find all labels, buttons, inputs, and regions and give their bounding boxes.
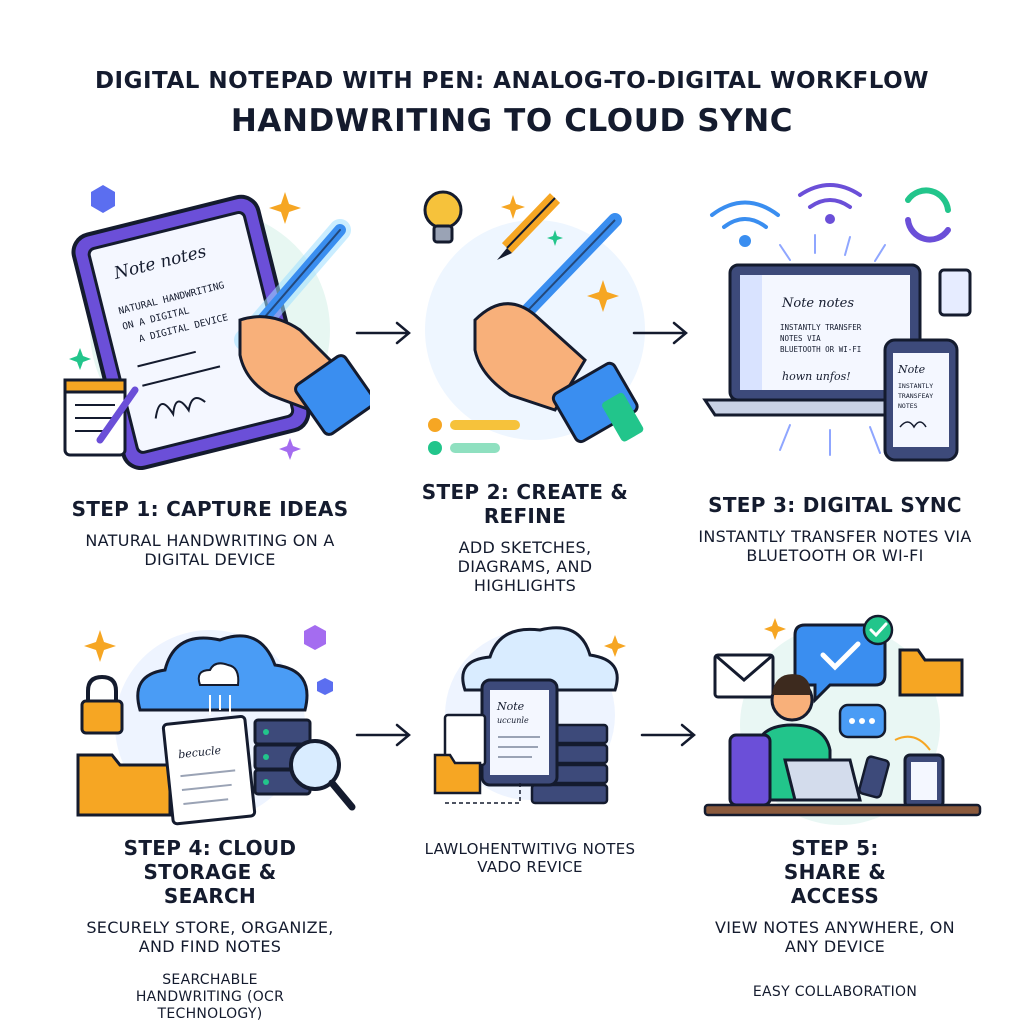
tablet-icon: Note notes NATURAL HANDWRITING ON A DIGI… [71,194,311,470]
svg-text:TRANSFEAY: TRANSFEAY [898,392,933,400]
step3-description: INSTANTLY TRANSFER NOTES VIA BLUETOOTH O… [698,527,972,566]
wifi-icon [710,183,862,247]
step3-caption: STEP 3: DIGITAL SYNC INSTANTLY TRANSFER … [680,493,990,565]
check-icon [862,614,894,646]
envelope-icon [713,653,775,699]
step4-illustration: becucle [76,625,356,826]
document-icon: becucle [161,714,257,826]
arrow-right-icon [632,321,688,345]
cloud-icon [461,626,619,692]
hexagon-icon [91,185,115,213]
magnifier-icon [289,739,356,811]
step-middle-caption: LAWLOHENTWITIVG NOTES VADO REVICE [410,840,650,876]
laptop-icon: Note notes INSTANTLY TRANSFER NOTES VIA … [702,263,948,417]
step4-heading: STEP 4: CLOUD STORAGE & SEARCH [123,836,297,908]
step1-heading: STEP 1: CAPTURE IDEAS [71,497,349,521]
svg-text:BLUETOOTH OR WI-FI: BLUETOOTH OR WI-FI [780,345,861,354]
step5-note: EASY COLLABORATION [752,984,918,1001]
svg-text:becucle: becucle [178,744,223,761]
sparkle-icon [84,630,116,662]
step2-heading: STEP 2: CREATE & REFINE [421,480,629,528]
step2-illustration [423,190,645,455]
step1-illustration: Note notes NATURAL HANDWRITING ON A DIGI… [63,185,370,470]
lock-icon [80,674,124,735]
laptop-note-title: Note notes [781,296,854,311]
step3-illustration: Note notes INSTANTLY TRANSFER NOTES VIA … [702,183,972,462]
page-subtitle: HANDWRITING TO CLOUD SYNC [230,103,794,139]
hand-icon [238,315,370,436]
svg-text:Note: Note [897,363,926,376]
hand-icon [473,302,644,444]
notepad-icon [63,378,139,457]
arrow-right-icon [355,723,411,747]
laptop-icon [783,758,862,802]
step5-caption: STEP 5: SHARE & ACCESS VIEW NOTES ANYWHE… [690,836,980,1001]
page-title: DIGITAL NOTEPAD WITH PEN: ANALOG-TO-DIGI… [94,68,930,94]
pencil-icon [497,193,561,260]
tablet-icon: Note uccunle [480,678,559,787]
step5-illustration [703,614,982,825]
step4-caption: STEP 4: CLOUD STORAGE & SEARCH SECURELY … [50,836,370,1023]
hexagon-icon [304,625,326,650]
sync-icon [905,187,951,243]
smartphone-icon [858,755,890,799]
step2-caption: STEP 2: CREATE & REFINE ADD SKETCHES, DI… [410,480,640,596]
sparkle-icon [764,618,786,640]
sparkle-icon [269,192,301,224]
step5-description: VIEW NOTES ANYWHERE, ON ANY DEVICE [715,918,955,957]
svg-text:Note: Note [496,700,525,713]
svg-text:NOTES VIA: NOTES VIA [780,334,821,343]
lightbulb-icon [423,190,463,244]
smartphone-icon: Note INSTANTLY TRANSFEAY NOTES [883,338,959,462]
arrow-right-icon [640,723,696,747]
step-middle-illustration: Note uccunle [433,626,626,805]
folder-icon [898,648,964,697]
step-middle-description: LAWLOHENTWITIVG NOTES VADO REVICE [424,840,636,876]
step4-note: SEARCHABLE HANDWRITING (OCR TECHNOLOGY) [135,972,285,1022]
folder-icon [433,753,482,795]
svg-text:uccunle: uccunle [497,716,529,725]
svg-text:INSTANTLY: INSTANTLY [898,382,933,390]
step4-description: SECURELY STORE, ORGANIZE, AND FIND NOTES [86,918,334,957]
sparkle-icon [501,195,525,219]
arrow-right-icon [355,321,411,345]
step1-description: NATURAL HANDWRITING ON A DIGITAL DEVICE [85,531,335,570]
step5-heading: STEP 5: SHARE & ACCESS [783,836,887,908]
chat-icon [838,703,887,739]
step2-description: ADD SKETCHES, DIAGRAMS, AND HIGHLIGHTS [457,538,593,596]
svg-text:INSTANTLY TRANSFER: INSTANTLY TRANSFER [780,323,862,332]
step1-caption: STEP 1: CAPTURE IDEAS NATURAL HANDWRITIN… [60,497,360,569]
folder-icon [76,753,172,817]
smartphone-icon [903,753,945,809]
svg-text:hown unfos!: hown unfos! [782,370,851,383]
step3-heading: STEP 3: DIGITAL SYNC [708,493,962,517]
svg-text:NOTES: NOTES [898,402,918,410]
